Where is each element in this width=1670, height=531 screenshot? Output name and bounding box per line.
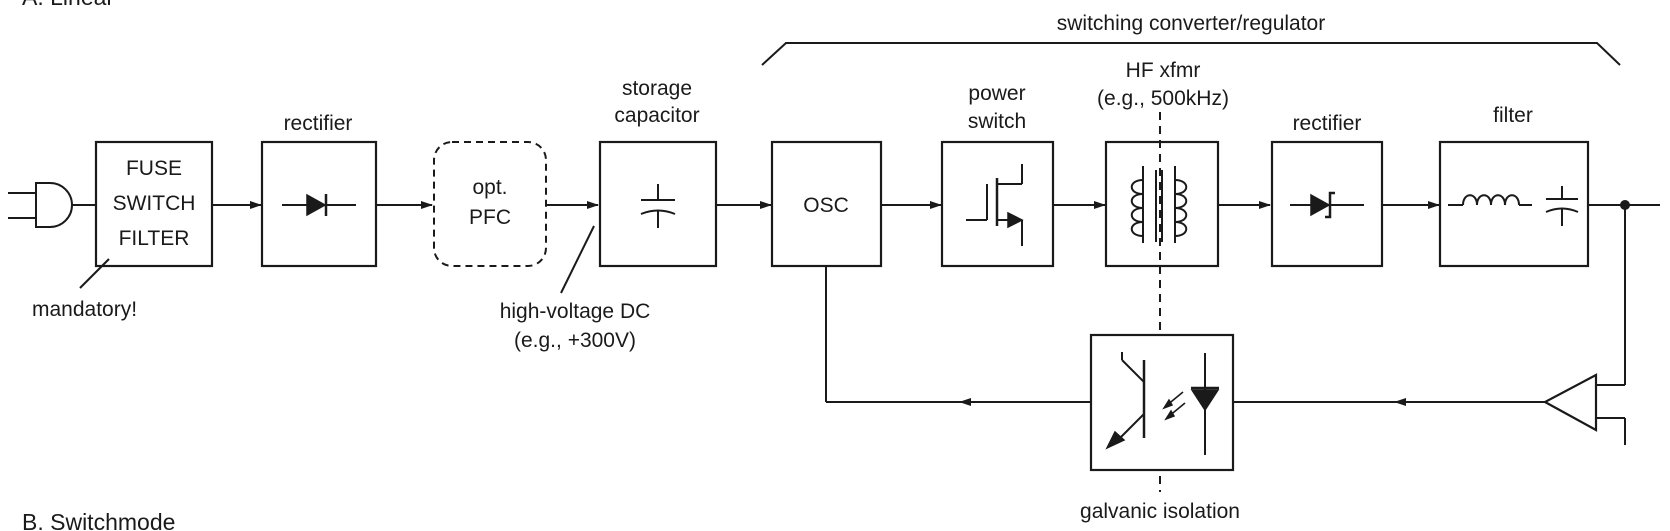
section-title-switchmode: B. Switchmode bbox=[22, 509, 175, 531]
mandatory-pointer bbox=[79, 258, 110, 289]
diode-icon bbox=[282, 193, 356, 217]
filter-label: filter bbox=[1493, 104, 1533, 127]
optional-pfc-block: opt. PFC bbox=[433, 141, 547, 267]
mosfet-icon bbox=[966, 164, 1024, 246]
filter-label: FILTER bbox=[119, 227, 190, 250]
hvdc-pointer bbox=[560, 225, 595, 294]
galvanic-isolation-label: galvanic isolation bbox=[1080, 500, 1240, 523]
capacitor-label: capacitor bbox=[614, 104, 699, 127]
fuse-switch-filter-block: FUSE SWITCH FILTER bbox=[94, 140, 214, 268]
storage-label: storage bbox=[622, 77, 692, 100]
section-title-linear: A. Linear bbox=[22, 0, 114, 10]
transformer-icon bbox=[1130, 166, 1188, 243]
phototransistor-icon bbox=[1105, 352, 1146, 450]
hvdc-example-label: (e.g., +300V) bbox=[514, 329, 636, 352]
storage-capacitor-block bbox=[598, 140, 718, 268]
power-label: power bbox=[968, 82, 1025, 105]
osc-label: OSC bbox=[803, 194, 849, 217]
power-switch-block bbox=[940, 140, 1055, 268]
pfc-opt-label: opt. bbox=[472, 176, 507, 199]
capacitor-icon bbox=[640, 184, 676, 228]
rectifier-label: rectifier bbox=[284, 112, 353, 135]
light-rays-icon bbox=[1162, 391, 1186, 421]
hf-xfmr-label: HF xfmr bbox=[1126, 59, 1201, 82]
switch-label: SWITCH bbox=[113, 192, 196, 215]
optocoupler-block bbox=[1089, 333, 1235, 472]
switch-label: switch bbox=[968, 110, 1026, 133]
pfc-label: PFC bbox=[469, 206, 511, 229]
oscillator-block: OSC bbox=[770, 140, 883, 268]
schottky-diode-icon bbox=[1290, 191, 1364, 219]
mandatory-annotation: mandatory! bbox=[32, 298, 137, 321]
capacitor-icon bbox=[1545, 186, 1579, 226]
led-icon bbox=[1190, 353, 1220, 455]
rectifier-block bbox=[260, 140, 378, 268]
switching-converter-label: switching converter/regulator bbox=[1057, 12, 1325, 35]
inductor-icon bbox=[1448, 194, 1532, 206]
fuse-label: FUSE bbox=[126, 157, 182, 180]
switching-converter-bracket bbox=[761, 42, 1621, 66]
error-amplifier-icon bbox=[1542, 373, 1626, 445]
rectifier-label: rectifier bbox=[1293, 112, 1362, 135]
ac-plug-icon bbox=[8, 182, 96, 228]
hvdc-label: high-voltage DC bbox=[500, 300, 651, 323]
hf-xfmr-frequency-label: (e.g., 500kHz) bbox=[1097, 87, 1229, 110]
rectifier-block bbox=[1270, 140, 1384, 268]
hf-transformer-block bbox=[1104, 140, 1220, 268]
output-filter-block bbox=[1438, 140, 1590, 268]
